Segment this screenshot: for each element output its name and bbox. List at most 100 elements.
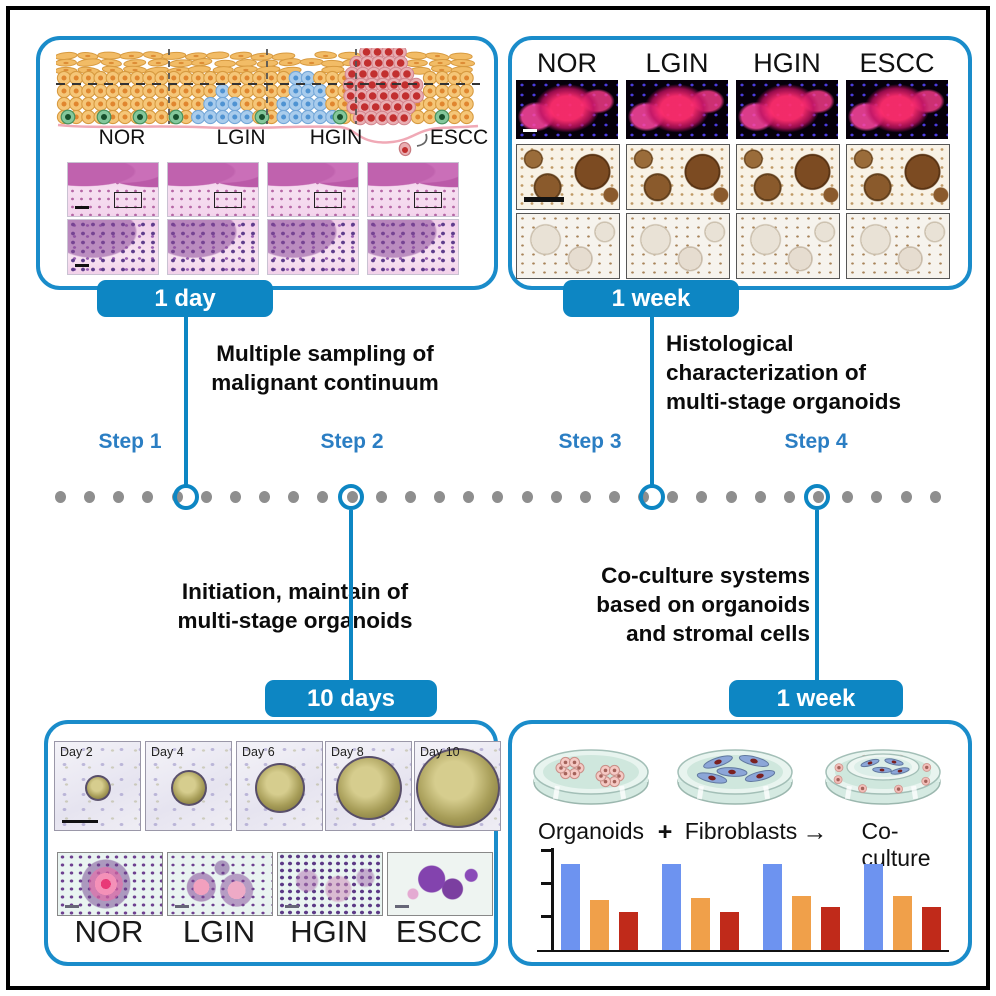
histo-column-label-hgin: HGIN bbox=[753, 48, 821, 78]
growth-stage-label-nor: NOR bbox=[74, 914, 144, 949]
timeline-dot bbox=[579, 491, 591, 503]
chart-bar-red bbox=[720, 912, 739, 950]
histo-column-label-lgin: LGIN bbox=[645, 48, 709, 78]
tissue-stage-label-hgin: HGIN bbox=[309, 126, 363, 149]
timeline-dot bbox=[521, 491, 533, 503]
timeline-dot bbox=[842, 491, 854, 503]
timeline-dot bbox=[288, 491, 300, 503]
connector-step1 bbox=[184, 315, 188, 485]
histo-column-label-nor: NOR bbox=[537, 48, 597, 78]
day-label-2: Day 2 bbox=[60, 745, 93, 759]
timeline-dot bbox=[84, 491, 96, 503]
plus-icon: + bbox=[657, 818, 673, 846]
timeline-dot bbox=[754, 491, 766, 503]
ihc-weak-lgin bbox=[626, 213, 730, 279]
timeline-dot bbox=[608, 491, 620, 503]
panel-organoid-growth: Day 2 Day 4 Day 6 Day 8 Day 10 NOR LGIN … bbox=[44, 720, 501, 966]
day-label-10: Day 10 bbox=[420, 745, 460, 759]
timeline-marker-step4 bbox=[804, 484, 830, 510]
timeline-dot bbox=[725, 491, 737, 503]
coculture-label: Co-culture bbox=[861, 818, 931, 871]
chart-bar-orange bbox=[590, 900, 609, 950]
timeline-dot bbox=[229, 491, 241, 503]
connector-step2 bbox=[349, 510, 353, 682]
step-3-label: Step 3 bbox=[558, 430, 622, 453]
chart-x-axis bbox=[537, 949, 949, 952]
connector-step3 bbox=[650, 315, 654, 485]
panel-coculture-systems: Organoids + Fibroblasts → Co-culture bbox=[508, 720, 972, 966]
histo-column-label-escc: ESCC bbox=[859, 48, 935, 78]
he-highmag-lgin bbox=[167, 219, 259, 275]
organoid-he-nor bbox=[57, 852, 163, 916]
time-badge-1-day: 1 day bbox=[97, 280, 273, 317]
outer-frame bbox=[6, 6, 990, 990]
caption-sampling: Multiple sampling of malignant continuum bbox=[211, 341, 439, 395]
tissue-stage-label-nor: NOR bbox=[98, 126, 146, 149]
timeline-dot bbox=[404, 491, 416, 503]
he-lowmag-nor bbox=[67, 162, 159, 217]
growth-stage-label-lgin: LGIN bbox=[182, 914, 256, 949]
timeline-dot bbox=[317, 491, 329, 503]
timeline-dot bbox=[871, 491, 883, 503]
growth-stage-label-escc: ESCC bbox=[395, 914, 483, 949]
tissue-stage-label-escc: ESCC bbox=[429, 126, 489, 149]
ihc-strong-lgin bbox=[626, 144, 730, 210]
chart-bar-blue bbox=[662, 864, 681, 950]
he-highmag-escc bbox=[367, 219, 459, 275]
day-label-4: Day 4 bbox=[151, 745, 184, 759]
timeline-marker-step2 bbox=[338, 484, 364, 510]
tissue-stage-label-lgin: LGIN bbox=[216, 126, 266, 149]
epithelium-diagram bbox=[56, 48, 480, 157]
timeline-dot bbox=[375, 491, 387, 503]
chart-bar-red bbox=[821, 907, 840, 950]
he-lowmag-hgin bbox=[267, 162, 359, 217]
ihc-weak-escc bbox=[846, 213, 950, 279]
arrow-right-icon: → bbox=[802, 818, 828, 846]
chart-bar-red bbox=[619, 912, 638, 950]
timeline-dot bbox=[55, 491, 66, 503]
panel-tissue-continuum: NOR LGIN HGIN ESCC bbox=[36, 36, 498, 290]
he-highmag-nor bbox=[67, 219, 159, 275]
timeline-dot bbox=[667, 491, 679, 503]
fibroblasts-label: Fibroblasts bbox=[684, 818, 798, 844]
brightfield-day8: Day 8 bbox=[325, 741, 412, 831]
step-1-label: Step 1 bbox=[98, 430, 162, 453]
time-badge-10-days: 10 days bbox=[265, 680, 437, 717]
brightfield-day4: Day 4 bbox=[145, 741, 232, 831]
timeline-dot bbox=[113, 491, 125, 503]
ihc-strong-hgin bbox=[736, 144, 840, 210]
day-label-8: Day 8 bbox=[331, 745, 364, 759]
timeline-dot bbox=[200, 491, 212, 503]
fluorescence-hgin bbox=[736, 80, 838, 139]
ihc-weak-nor bbox=[516, 213, 620, 279]
petri-dish-coculture-icon bbox=[825, 749, 941, 805]
chart-bar-blue bbox=[864, 864, 883, 950]
caption-coculture: Co-culture systems based on organoids an… bbox=[596, 563, 810, 646]
he-lowmag-lgin bbox=[167, 162, 259, 217]
timeline-dot bbox=[434, 491, 446, 503]
chart-bar-orange bbox=[792, 896, 811, 950]
ihc-weak-hgin bbox=[736, 213, 840, 279]
timeline-marker-step1 bbox=[173, 484, 199, 510]
timeline-dot bbox=[696, 491, 708, 503]
organoid-he-escc bbox=[387, 852, 493, 916]
chart-bar-red bbox=[922, 907, 941, 950]
petri-dish-organoids-icon bbox=[533, 749, 649, 805]
he-lowmag-escc bbox=[367, 162, 459, 217]
chart-y-axis bbox=[551, 848, 554, 952]
timeline-dot bbox=[463, 491, 475, 503]
chart-bar-orange bbox=[691, 898, 710, 950]
organoid-he-lgin bbox=[167, 852, 273, 916]
ihc-strong-escc bbox=[846, 144, 950, 210]
he-highmag-hgin bbox=[267, 219, 359, 275]
timeline-dot bbox=[550, 491, 562, 503]
step-2-label: Step 2 bbox=[320, 430, 384, 453]
step-4-label: Step 4 bbox=[784, 430, 848, 453]
brightfield-day10: Day 10 bbox=[414, 741, 501, 831]
timeline-dot bbox=[929, 491, 941, 503]
brightfield-day6: Day 6 bbox=[236, 741, 323, 831]
ihc-strong-nor bbox=[516, 144, 620, 210]
chart-bar-blue bbox=[763, 864, 782, 950]
coculture-bar-chart bbox=[537, 848, 949, 952]
